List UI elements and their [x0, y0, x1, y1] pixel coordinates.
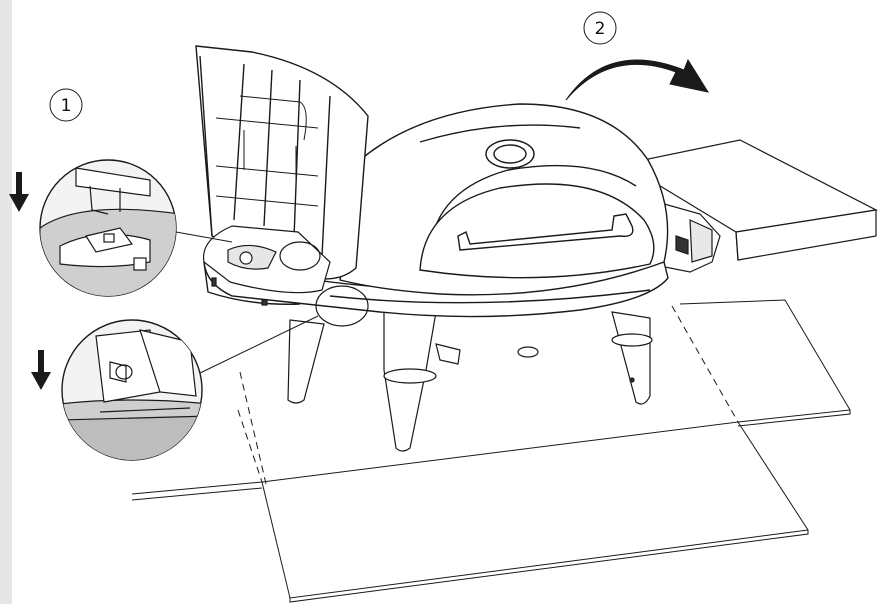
hinge-focus-top [279, 241, 321, 271]
oven-mouth [419, 183, 655, 279]
fold-line-right [671, 305, 739, 423]
detail-callout-bottom [31, 315, 319, 461]
detail-callout-top [9, 159, 233, 297]
leg-right [611, 311, 651, 405]
floor-sheets [131, 299, 851, 603]
callout-leader-top [175, 231, 233, 243]
base-ring [203, 255, 669, 318]
hinge-focus-bottom [315, 285, 369, 327]
legs [287, 302, 653, 452]
callout-leader-bottom [197, 315, 319, 375]
curved-arrow-icon [565, 58, 710, 101]
hinge-block [202, 225, 369, 327]
step-marker-1: 1 [49, 88, 83, 122]
front-board [261, 421, 809, 599]
oven-body [203, 103, 669, 318]
down-arrow-icon [9, 172, 29, 212]
step-number-2: 2 [595, 19, 606, 39]
step-marker-2: 2 [583, 11, 617, 45]
step-number-1: 1 [61, 96, 72, 116]
lid-open [195, 45, 369, 280]
side-shelf [622, 139, 878, 273]
leg-left [287, 319, 325, 404]
left-margin-strip [0, 0, 12, 604]
door-handle [457, 213, 634, 251]
left-board [131, 481, 263, 495]
down-arrow-icon [31, 350, 51, 390]
back-board [679, 299, 851, 423]
